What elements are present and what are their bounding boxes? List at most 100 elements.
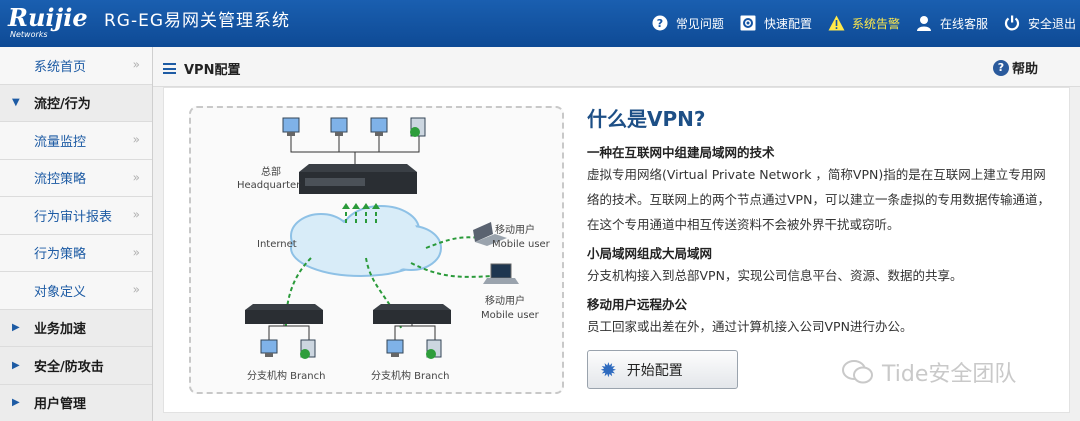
info-section-body: 分支机构接入到总部VPN，实现公司信息平台、资源、数据的共享。 bbox=[587, 268, 963, 283]
quick-config-label: 快速配置 bbox=[763, 16, 812, 31]
brand-name: Ruijie bbox=[8, 3, 88, 32]
branch-pc-icon bbox=[386, 339, 404, 357]
start-config-button[interactable]: ✹ 开始配置 bbox=[587, 350, 738, 389]
sidebar-group-user-management[interactable]: ▶ 用户管理 bbox=[0, 384, 152, 421]
info-section-heading: 移动用户远程办公 bbox=[587, 297, 688, 312]
vpn-topology-diagram: 总部 Headquarter Internet 移动用户 Mobile user… bbox=[189, 106, 564, 394]
sidebar-item-audit-report[interactable]: 行为审计报表 » bbox=[0, 197, 152, 235]
internet-label: Internet bbox=[257, 239, 297, 250]
gear-box-icon bbox=[740, 15, 757, 32]
sidebar-item-label: 系统首页 bbox=[34, 59, 87, 75]
triangle-right-icon: ▶ bbox=[12, 397, 20, 409]
sidebar-item-label: 流控策略 bbox=[34, 172, 87, 188]
menu-icon bbox=[163, 63, 176, 74]
watermark-text: Tide安全团队 bbox=[882, 362, 1017, 387]
mobile-user-label-en: Mobile user bbox=[481, 310, 539, 321]
system-alert-link[interactable]: 系统告警 bbox=[828, 15, 900, 32]
quick-config-link[interactable]: 快速配置 bbox=[740, 15, 812, 32]
hq-label-en: Headquarter bbox=[237, 180, 301, 191]
branch-label: 分支机构 Branch bbox=[247, 371, 326, 382]
branch-pc-icon bbox=[260, 339, 278, 357]
online-support-label: 在线客服 bbox=[939, 16, 988, 31]
sidebar-group-label: 安全/防攻击 bbox=[34, 359, 104, 375]
info-section: 移动用户远程办公 员工回家或出差在外，通过计算机接入公司VPN进行办公。 bbox=[587, 296, 1057, 339]
mobile-user-label-en: Mobile user bbox=[492, 239, 550, 250]
sidebar: 系统首页 » ▼ 流控/行为 流量监控 » 流控策略 » 行为审计报表 » 行为… bbox=[0, 47, 153, 421]
online-support-link[interactable]: 在线客服 bbox=[916, 15, 988, 32]
help-icon: ? bbox=[992, 59, 1009, 76]
page-title: VPN配置 bbox=[184, 63, 241, 78]
ruijie-logo: Ruijie Networks bbox=[8, 6, 100, 40]
app-title: RG-EG易网关管理系统 bbox=[104, 11, 291, 31]
wechat-icon bbox=[842, 360, 873, 384]
hq-pc-icon bbox=[330, 117, 348, 136]
mobile-laptop-icon bbox=[473, 222, 507, 246]
faq-link[interactable]: ? 常见问题 bbox=[652, 15, 724, 32]
sidebar-item-label: 对象定义 bbox=[34, 284, 87, 300]
chevron-right-icon: » bbox=[132, 170, 140, 185]
info-section-body: 员工回家或出差在外，通过计算机接入公司VPN进行办公。 bbox=[587, 319, 913, 334]
brand-subtitle: Networks bbox=[10, 30, 48, 39]
sidebar-item-label: 行为审计报表 bbox=[34, 209, 113, 225]
sidebar-item-object-definition[interactable]: 对象定义 » bbox=[0, 272, 152, 310]
sidebar-group-flow-control[interactable]: ▼ 流控/行为 bbox=[0, 84, 152, 122]
branch-server-icon bbox=[300, 339, 316, 359]
sidebar-item-label: 行为策略 bbox=[34, 247, 87, 263]
branch-label: 分支机构 Branch bbox=[371, 371, 450, 382]
info-section-heading: 小局域网组成大局域网 bbox=[587, 246, 713, 261]
breadcrumb: VPN配置 bbox=[163, 59, 240, 78]
chevron-right-icon: » bbox=[132, 132, 140, 147]
sidebar-item-label: 流量监控 bbox=[34, 134, 87, 150]
chevron-right-icon: » bbox=[132, 207, 140, 222]
hq-pc-icon bbox=[282, 117, 300, 136]
info-section-heading: 一种在互联网中组建局域网的技术 bbox=[587, 145, 775, 160]
mobile-user-label: 移动用户 bbox=[495, 225, 535, 236]
sidebar-group-label: 流控/行为 bbox=[34, 97, 91, 113]
triangle-right-icon: ▶ bbox=[12, 359, 20, 371]
gear-icon: ✹ bbox=[600, 357, 617, 382]
mobile-laptop-icon bbox=[483, 263, 519, 284]
start-config-label: 开始配置 bbox=[626, 362, 683, 379]
sidebar-item-flow-policy[interactable]: 流控策略 » bbox=[0, 159, 152, 197]
warning-icon bbox=[828, 15, 845, 32]
chevron-right-icon: » bbox=[132, 245, 140, 260]
top-header: Ruijie Networks RG-EG易网关管理系统 ? 常见问题 快速配置… bbox=[0, 0, 1080, 47]
sidebar-group-label: 用户管理 bbox=[34, 397, 87, 413]
hq-server-icon bbox=[410, 117, 426, 137]
logout-label: 安全退出 bbox=[1027, 16, 1076, 31]
main-content: 总部 Headquarter Internet 移动用户 Mobile user… bbox=[163, 87, 1070, 413]
topology-graphic bbox=[245, 117, 519, 359]
triangle-down-icon: ▼ bbox=[12, 97, 20, 109]
content-topbar: VPN配置 ? 帮助 bbox=[153, 47, 1080, 87]
user-icon bbox=[916, 15, 933, 32]
hq-label: 总部 bbox=[261, 167, 281, 178]
chevron-right-icon: » bbox=[132, 57, 140, 72]
hq-pc-icon bbox=[370, 117, 388, 136]
chevron-right-icon: » bbox=[132, 282, 140, 297]
header-nav: ? 常见问题 快速配置 系统告警 在线客服 安全退出 bbox=[652, 13, 1080, 33]
vpn-info-panel: 什么是VPN? 一种在互联网中组建局域网的技术 虚拟专用网络(Virtual P… bbox=[587, 108, 1057, 347]
branch-device-1 bbox=[245, 304, 323, 324]
sidebar-item-traffic-monitor[interactable]: 流量监控 » bbox=[0, 122, 152, 160]
info-section: 一种在互联网中组建局域网的技术 虚拟专用网络(Virtual Private N… bbox=[587, 144, 1057, 237]
help-label: 帮助 bbox=[1011, 62, 1038, 77]
branch-device-2 bbox=[373, 304, 451, 324]
info-title: 什么是VPN? bbox=[587, 107, 706, 131]
triangle-right-icon: ▶ bbox=[12, 322, 20, 334]
logout-link[interactable]: 安全退出 bbox=[1004, 15, 1076, 32]
sidebar-item-behavior-policy[interactable]: 行为策略 » bbox=[0, 234, 152, 272]
sidebar-group-acceleration[interactable]: ▶ 业务加速 bbox=[0, 309, 152, 347]
svg-text:?: ? bbox=[657, 17, 663, 30]
mobile-user-label: 移动用户 bbox=[485, 296, 525, 307]
info-section-body: 虚拟专用网络(Virtual Private Network ，简称VPN)指的… bbox=[587, 167, 1050, 232]
watermark: Tide安全团队 bbox=[842, 356, 1016, 388]
power-icon bbox=[1004, 15, 1021, 32]
system-alert-label: 系统告警 bbox=[851, 16, 900, 31]
info-section: 小局域网组成大局域网 分支机构接入到总部VPN，实现公司信息平台、资源、数据的共… bbox=[587, 245, 1057, 288]
faq-label: 常见问题 bbox=[675, 16, 724, 31]
help-button[interactable]: ? 帮助 bbox=[992, 58, 1038, 77]
sidebar-group-security[interactable]: ▶ 安全/防攻击 bbox=[0, 347, 152, 385]
sidebar-group-label: 业务加速 bbox=[34, 322, 87, 338]
sidebar-item-home[interactable]: 系统首页 » bbox=[0, 47, 152, 85]
hq-gateway-device bbox=[299, 164, 417, 194]
